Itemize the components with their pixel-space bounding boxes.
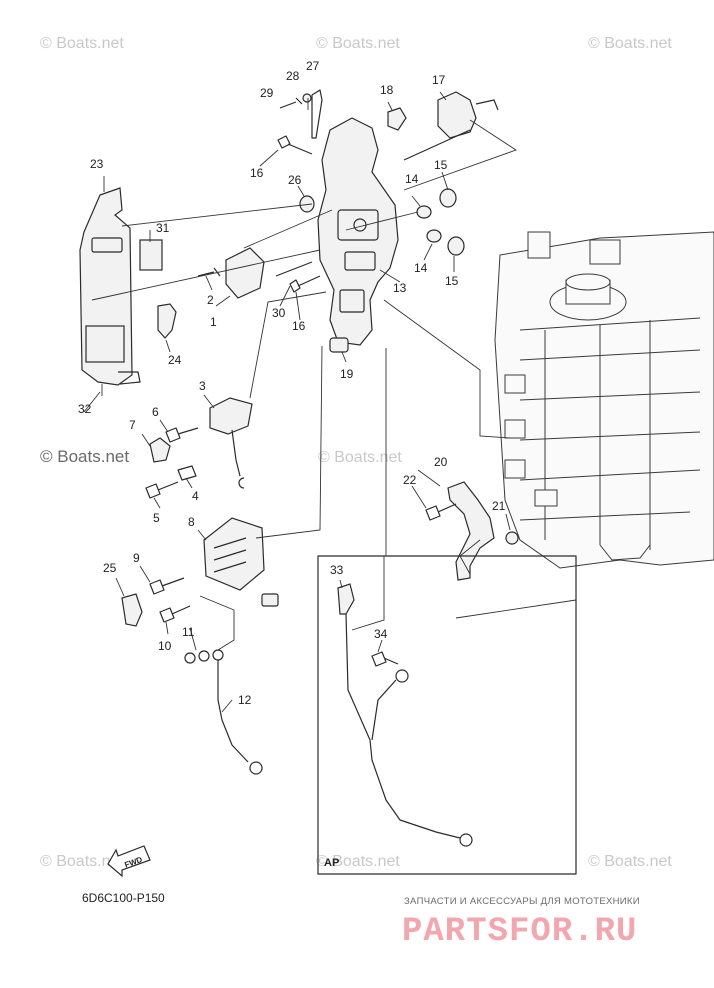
callout-29: 29: [260, 86, 274, 100]
watermark: © Boats.net: [316, 35, 400, 52]
rectifier-8: [203, 517, 265, 591]
callout-28: 28: [286, 69, 300, 83]
brand-footer: ЗАПЧАСТИ И АКСЕССУАРЫ ДЛЯ МОТОТЕХНИКИ PA…: [402, 896, 640, 951]
callout-16a: 16: [250, 166, 264, 180]
callout-1: 1: [210, 315, 217, 329]
callout-17: 17: [432, 73, 446, 87]
callout-18: 18: [380, 83, 394, 97]
ignition-coil-1: [197, 247, 265, 299]
callouts: 1 2 3 4 5 6 7 8 9 10 11 12 13 14 14 15 1…: [78, 59, 506, 707]
callout-33: 33: [330, 563, 344, 577]
callout-14a: 14: [405, 172, 419, 186]
harness-17: [403, 91, 499, 161]
callout-13: 13: [393, 281, 407, 295]
engine-block: [494, 231, 714, 569]
callout-30: 30: [272, 306, 286, 320]
wire-tie-27: [279, 89, 323, 139]
callout-7: 7: [129, 418, 136, 432]
callout-27: 27: [306, 59, 320, 73]
callout-9: 9: [133, 551, 140, 565]
cap-7: [149, 437, 171, 463]
watermark: © Boats.net: [588, 853, 672, 870]
watermark: © Boats.net: [588, 35, 672, 52]
brand-tagline: ЗАПЧАСТИ И АКСЕССУАРЫ ДЛЯ МОТОТЕХНИКИ: [404, 896, 640, 907]
bracket-20: [447, 481, 495, 581]
callout-2: 2: [207, 293, 214, 307]
callout-19: 19: [340, 367, 354, 381]
fwd-arrow-icon: FWD: [107, 845, 151, 878]
watermark: © Boats.net: [316, 853, 400, 870]
nut-11: [198, 650, 210, 662]
bolt-16-upper: [277, 135, 313, 155]
callout-8: 8: [188, 515, 195, 529]
connector-8: [261, 593, 279, 607]
relay-3: [209, 397, 253, 489]
diagram-code: 6D6C100-P150: [82, 891, 165, 905]
callout-22: 22: [403, 473, 417, 487]
washer-11: [184, 652, 196, 664]
cap-25: [121, 593, 143, 627]
watermark-group: © Boats.net © Boats.net © Boats.net © Bo…: [40, 35, 672, 870]
callout-25: 25: [103, 561, 117, 575]
callout-3: 3: [199, 379, 206, 393]
bracket-24: [157, 303, 177, 339]
callout-10: 10: [158, 639, 172, 653]
callout-6: 6: [152, 405, 159, 419]
callout-23: 23: [90, 157, 104, 171]
electrical-cover: [79, 187, 163, 386]
leader-lines: [83, 91, 577, 713]
nut-21: [505, 531, 519, 545]
callout-16b: 16: [292, 319, 306, 333]
callout-34: 34: [374, 627, 388, 641]
callout-32: 32: [78, 402, 92, 416]
callout-11: 11: [182, 625, 195, 639]
bolt-16-lower: [289, 275, 321, 293]
callout-4: 4: [192, 489, 199, 503]
bolt-9: [149, 577, 185, 595]
clip-4: [177, 465, 197, 481]
bolt-30: [275, 261, 313, 277]
watermark: © Boats.net: [318, 449, 402, 466]
callout-12: 12: [238, 693, 252, 707]
ground-lead-12: [212, 649, 263, 775]
bolt-22: [425, 503, 457, 521]
callout-20: 20: [434, 455, 448, 469]
callout-31: 31: [156, 221, 170, 235]
callout-24: 24: [168, 353, 182, 367]
callout-15b: 15: [445, 274, 459, 288]
grommets-14-15: [416, 188, 465, 256]
electrical-bracket: [317, 117, 399, 346]
watermark: © Boats.net: [40, 35, 124, 52]
callout-14b: 14: [414, 261, 428, 275]
callout-26: 26: [288, 173, 302, 187]
callout-5: 5: [153, 511, 160, 525]
watermark: © Boats.net: [40, 447, 129, 466]
brand-logo: PARTSFOR.RU: [402, 913, 637, 951]
clamp-19: [329, 337, 349, 353]
callout-21: 21: [492, 499, 506, 513]
watermark: © Boats.net: [40, 853, 124, 870]
ap-kit-box: AP: [317, 555, 577, 875]
bolt-6: [165, 427, 199, 443]
ap-label: AP: [324, 857, 339, 869]
callout-15a: 15: [434, 158, 448, 172]
collar-26: [299, 195, 315, 213]
bolt-10: [159, 605, 191, 623]
bolt-5: [145, 481, 179, 499]
holder-18: [387, 107, 407, 131]
